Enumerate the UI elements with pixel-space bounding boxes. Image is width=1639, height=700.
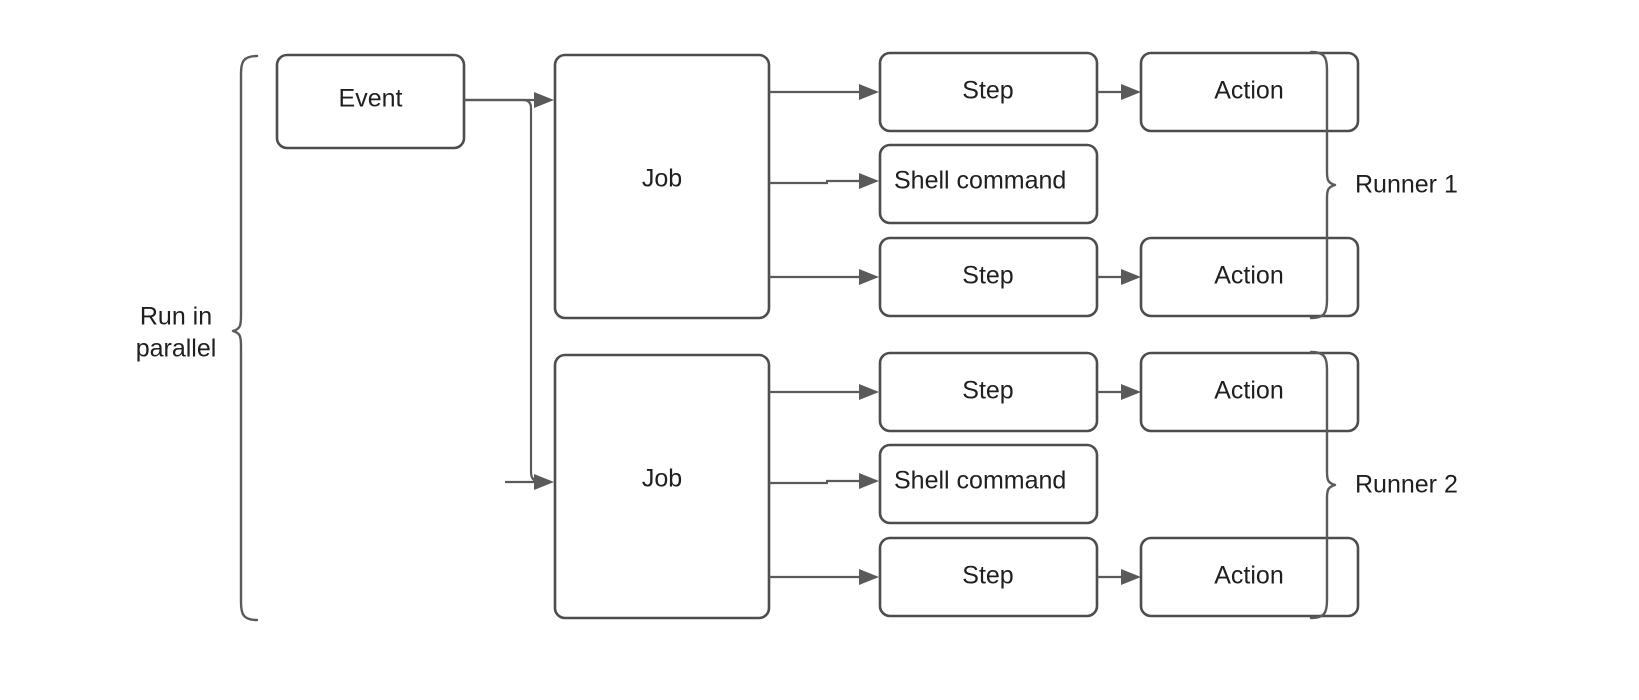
runner1-action1-label: Action: [1214, 77, 1283, 105]
node-runner1-step-2[interactable]: Step: [878, 236, 1099, 318]
runner1-shell-label: Shell command: [894, 167, 1066, 195]
runner2-action1-box[interactable]: [1139, 351, 1360, 433]
event-box[interactable]: [275, 53, 466, 150]
node-runner2-step-2[interactable]: Step: [878, 536, 1099, 618]
job2-box[interactable]: [553, 353, 771, 620]
runner2-group-brace: [1309, 350, 1337, 620]
arrowhead: [1121, 384, 1141, 400]
arrowhead: [859, 473, 879, 489]
job2-label: Job: [642, 465, 682, 493]
node-runner1-action-1[interactable]: Action: [1139, 51, 1360, 133]
edge-r2step1-to-action1: [1097, 384, 1141, 400]
runner1-shell-box[interactable]: [878, 143, 1099, 225]
edge-job2-to-step2: [769, 569, 879, 585]
runner2-step1-label: Step: [962, 377, 1013, 405]
node-runner1-action-2[interactable]: Action: [1139, 236, 1360, 318]
arrowhead: [859, 569, 879, 585]
runner1-action2-label: Action: [1214, 262, 1283, 290]
node-runner1-shell[interactable]: Shell command: [878, 143, 1099, 225]
node-runner2-shell[interactable]: Shell command: [878, 443, 1099, 525]
arrowhead: [534, 474, 554, 490]
edge-step2-to-action2: [1097, 269, 1141, 285]
edge-event-to-job2: [464, 98, 554, 490]
node-job-1[interactable]: Job: [553, 53, 771, 320]
node-job-2[interactable]: Job: [553, 353, 771, 620]
node-runner2-step-1[interactable]: Step: [878, 351, 1099, 433]
runner1-group-brace: [1309, 50, 1337, 320]
runner1-action1-box[interactable]: [1139, 51, 1360, 133]
edge-step1-to-action1: [1097, 84, 1141, 100]
edge-job1-to-shell: [769, 173, 879, 189]
edge-job1-to-step1: [769, 84, 879, 100]
job1-label: Job: [642, 165, 682, 193]
event-label: Event: [339, 85, 403, 113]
edge-r2step2-to-action2: [1097, 569, 1141, 585]
runner1-step1-label: Step: [962, 77, 1013, 105]
arrowhead: [859, 173, 879, 189]
arrowhead: [534, 92, 554, 108]
runner1-step2-label: Step: [962, 262, 1013, 290]
edge-job2-to-step1: [769, 384, 879, 400]
runner2-action2-label: Action: [1214, 562, 1283, 590]
runner1-action2-box[interactable]: [1139, 236, 1360, 318]
runner2-shell-box[interactable]: [878, 443, 1099, 525]
runner2-action2-box[interactable]: [1139, 536, 1360, 618]
edge-job1-to-step2: [769, 269, 879, 285]
job1-box[interactable]: [553, 53, 771, 320]
arrowhead: [859, 269, 879, 285]
node-runner2-action-2[interactable]: Action: [1139, 536, 1360, 618]
arrowhead: [859, 84, 879, 100]
arrowhead: [1121, 84, 1141, 100]
edge-job2-to-shell: [769, 473, 879, 489]
node-runner1-step-1[interactable]: Step: [878, 51, 1099, 133]
arrowhead: [1121, 269, 1141, 285]
runner2-action1-label: Action: [1214, 377, 1283, 405]
node-runner2-action-1[interactable]: Action: [1139, 351, 1360, 433]
runner1-group-label: Runner 1: [1355, 171, 1458, 199]
arrowhead: [859, 384, 879, 400]
arrowhead: [1121, 569, 1141, 585]
runner2-shell-label: Shell command: [894, 467, 1066, 495]
parallel-group-label-line1: Run in: [140, 303, 212, 331]
runner2-group-label: Runner 2: [1355, 471, 1458, 499]
runner2-step2-label: Step: [962, 562, 1013, 590]
node-event[interactable]: Event: [275, 53, 466, 150]
parallel-group-brace: [231, 54, 259, 622]
parallel-group-label-line2: parallel: [136, 335, 217, 363]
